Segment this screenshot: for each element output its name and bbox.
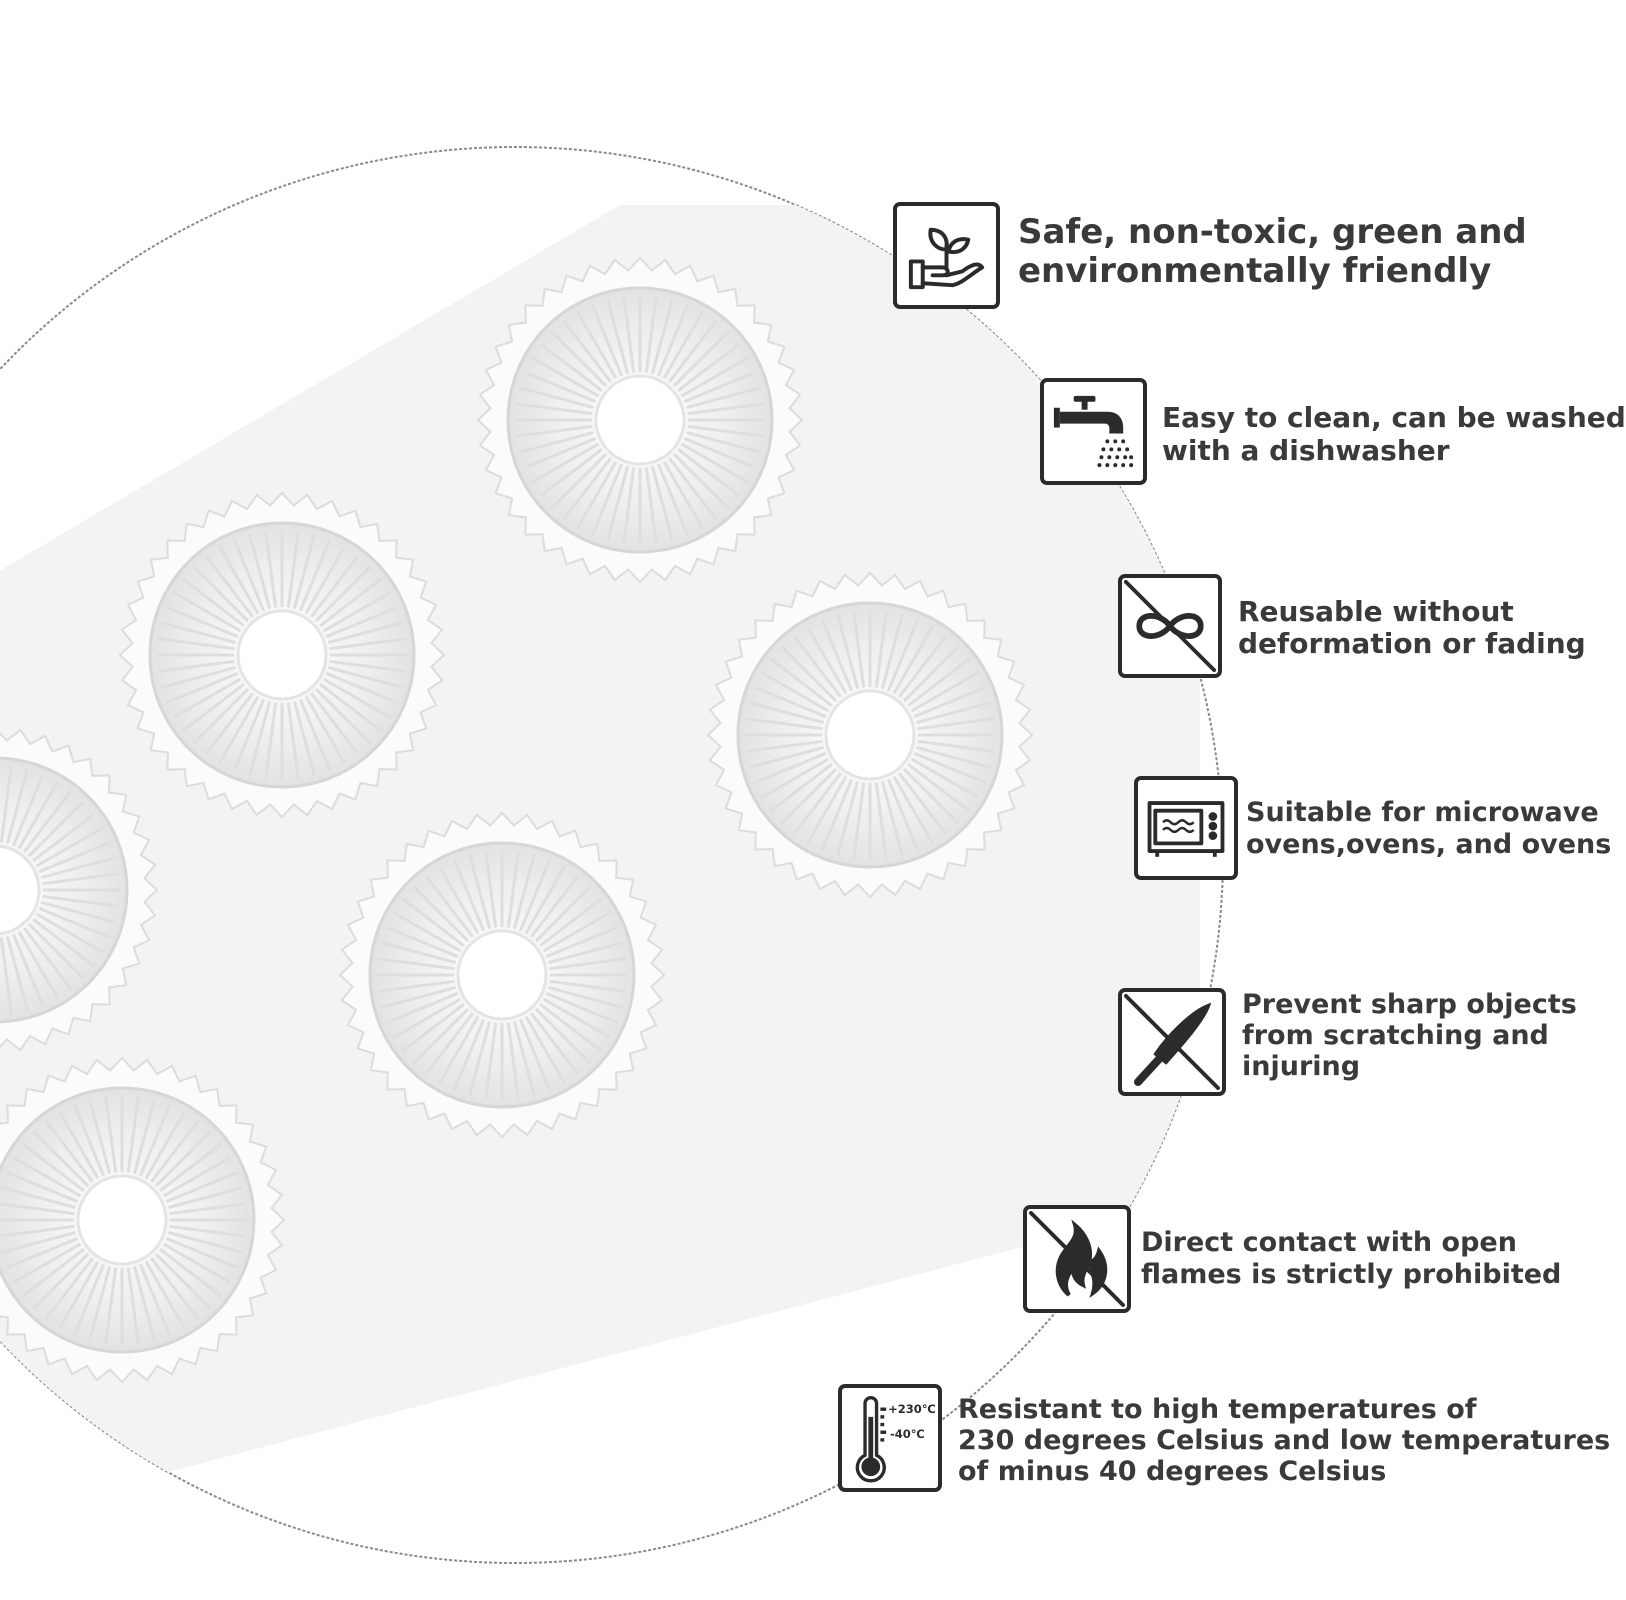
feature-line: Easy to clean, can be washed	[1162, 401, 1626, 434]
feature-line: Reusable without	[1238, 595, 1514, 628]
feature-text-sharp-objects: Prevent sharp objects from scratching an…	[1242, 989, 1577, 1082]
feature-text-microwave: Suitable for microwave ovens,ovens, and …	[1246, 797, 1611, 861]
feature-line: Safe, non-toxic, green and	[1018, 212, 1527, 252]
feature-line: with a dishwasher	[1162, 434, 1450, 467]
feature-line: 230 degrees Celsius and low temperatures	[958, 1425, 1611, 1456]
feature-line: ovens,ovens, and ovens	[1246, 829, 1612, 860]
plant-in-hand-icon	[893, 202, 1000, 309]
mold-cavity	[338, 811, 666, 1139]
feature-line: of minus 40 degrees Celsius	[958, 1456, 1387, 1487]
feature-text-reusable: Reusable without deformation or fading	[1238, 596, 1586, 660]
faucet-water-icon	[1040, 378, 1147, 485]
mold-cavity	[0, 726, 159, 1054]
mold-cavity	[476, 256, 804, 584]
mold-cavity	[0, 1056, 286, 1384]
feature-line: environmentally friendly	[1018, 251, 1492, 291]
feature-line: injuring	[1242, 1051, 1361, 1082]
microwave-oven-icon	[1134, 776, 1238, 880]
feature-text-temperature: Resistant to high temperatures of 230 de…	[958, 1394, 1610, 1487]
feature-text-no-flames: Direct contact with open flames is stric…	[1141, 1227, 1561, 1291]
feature-text-easy-clean: Easy to clean, can be washed with a dish…	[1162, 401, 1626, 467]
feature-line: Suitable for microwave	[1246, 797, 1599, 828]
no-deformation-infinity-icon	[1118, 574, 1222, 678]
feature-line: from scratching and	[1242, 1020, 1549, 1051]
no-flame-icon	[1023, 1205, 1131, 1313]
thermometer-high-label: +230℃	[888, 1402, 936, 1416]
thermometer-low-label: -40℃	[890, 1427, 925, 1441]
no-knife-icon	[1118, 988, 1226, 1096]
feature-line: Prevent sharp objects	[1242, 989, 1577, 1020]
feature-line: Direct contact with open	[1141, 1227, 1517, 1258]
feature-text-eco-friendly: Safe, non-toxic, green and environmental…	[1018, 213, 1527, 291]
mold-cavity	[706, 571, 1034, 899]
mold-cavity	[118, 491, 446, 819]
feature-line: Resistant to high temperatures of	[958, 1394, 1477, 1425]
thermometer-icon: +230℃ -40℃	[838, 1384, 942, 1492]
feature-line: flames is strictly prohibited	[1141, 1259, 1562, 1290]
feature-line: deformation or fading	[1238, 627, 1586, 660]
